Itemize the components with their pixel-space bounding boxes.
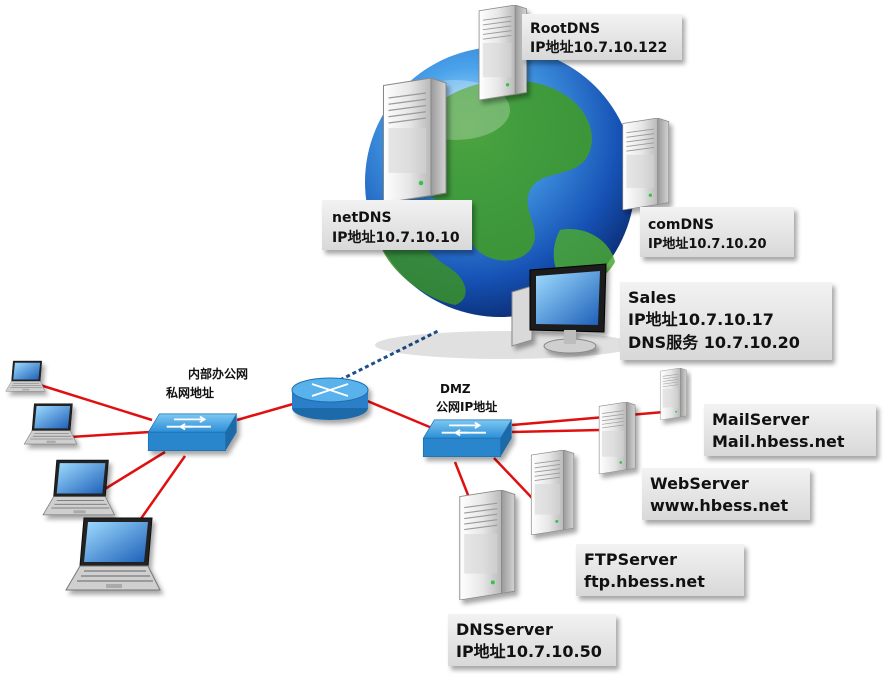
router-icon bbox=[291, 377, 369, 420]
ftpserver-label: FTPServer ftp.hbess.net bbox=[576, 544, 744, 596]
internal-switch-icon bbox=[147, 412, 238, 452]
svg-text:WebServer: WebServer bbox=[650, 474, 749, 493]
internal-zone-label-2: 私网地址 bbox=[165, 385, 214, 400]
svg-text:netDNS: netDNS bbox=[332, 210, 392, 226]
sales-desktop-icon bbox=[511, 263, 607, 354]
netdns-server-icon bbox=[382, 78, 447, 203]
svg-text:DNSServer: DNSServer bbox=[456, 620, 553, 639]
links bbox=[39, 383, 665, 521]
svg-text:FTPServer: FTPServer bbox=[584, 550, 677, 569]
svg-text:IP地址10.7.10.20: IP地址10.7.10.20 bbox=[648, 236, 767, 252]
svg-text:Sales: Sales bbox=[628, 288, 676, 307]
svg-text:MailServer: MailServer bbox=[712, 410, 809, 429]
svg-text:www.hbess.net: www.hbess.net bbox=[650, 496, 788, 515]
link-laptop4-switch bbox=[138, 455, 187, 521]
sales-label: Sales IP地址10.7.10.17 DNS服务 10.7.10.20 bbox=[620, 282, 832, 360]
svg-text:RootDNS: RootDNS bbox=[530, 21, 600, 37]
dmz-zone-label-1: DMZ bbox=[440, 382, 471, 396]
mailserver-icon bbox=[660, 368, 687, 420]
link-router-dmzswitch bbox=[364, 398, 433, 430]
svg-text:IP地址10.7.10.17: IP地址10.7.10.17 bbox=[628, 310, 774, 329]
mailserver-label: MailServer Mail.hbess.net bbox=[704, 404, 876, 456]
laptop-icon-4 bbox=[65, 517, 161, 591]
link-laptop3-switch bbox=[99, 450, 166, 494]
rootdns-server-icon bbox=[478, 5, 528, 100]
laptop-icon-1 bbox=[5, 360, 46, 392]
svg-text:IP地址10.7.10.122: IP地址10.7.10.122 bbox=[530, 39, 667, 56]
rootdns-label: RootDNS IP地址10.7.10.122 bbox=[522, 14, 682, 60]
wan-link bbox=[339, 328, 441, 382]
internal-zone-label-1: 内部办公网 bbox=[188, 366, 248, 381]
svg-text:comDNS: comDNS bbox=[648, 217, 714, 233]
laptop-icon-3 bbox=[42, 459, 115, 516]
dnsserver-icon bbox=[459, 490, 516, 600]
ftpserver-icon bbox=[530, 450, 575, 535]
link-dmz-dns bbox=[453, 461, 472, 501]
link-laptop1-switch bbox=[39, 383, 153, 422]
dmz-switch-icon bbox=[422, 418, 513, 458]
netdns-label: netDNS IP地址10.7.10.10 bbox=[322, 200, 472, 250]
webserver-label: WebServer www.hbess.net bbox=[642, 468, 810, 520]
svg-text:IP地址10.7.10.50: IP地址10.7.10.50 bbox=[456, 642, 602, 661]
link-dmz-ftp bbox=[493, 457, 533, 499]
svg-text:IP地址10.7.10.10: IP地址10.7.10.10 bbox=[332, 229, 460, 246]
comdns-label: comDNS IP地址10.7.10.20 bbox=[640, 207, 794, 257]
svg-text:DNS服务 10.7.10.20: DNS服务 10.7.10.20 bbox=[628, 333, 800, 352]
svg-text:ftp.hbess.net: ftp.hbess.net bbox=[584, 572, 705, 591]
dmz-zone-label-2: 公网IP地址 bbox=[436, 399, 497, 414]
link-dmz-web bbox=[511, 428, 601, 434]
link-dmz-mail bbox=[511, 410, 665, 427]
svg-text:Mail.hbess.net: Mail.hbess.net bbox=[712, 432, 845, 451]
dnsserver-label: DNSServer IP地址10.7.10.50 bbox=[448, 614, 616, 666]
link-switch-router bbox=[236, 400, 301, 422]
laptop-icon-2 bbox=[23, 403, 78, 445]
webserver-icon bbox=[598, 402, 636, 474]
link-laptop2-switch bbox=[69, 430, 151, 439]
comdns-server-icon bbox=[622, 118, 670, 210]
